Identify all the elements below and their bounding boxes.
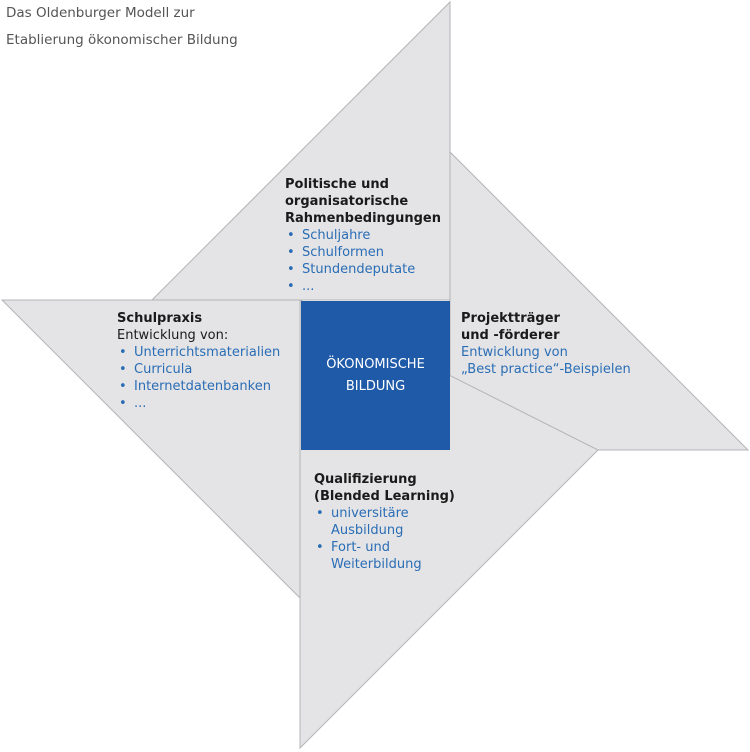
title-line-1: Das Oldenburger Modell zur	[6, 5, 195, 21]
top-list: Schuljahre Schulformen Stundendeputate .…	[285, 227, 441, 295]
top-section: Politische und organisatorische Rahmenbe…	[285, 176, 441, 295]
list-item: Schulformen	[285, 244, 441, 261]
center-line-2: BILDUNG	[345, 378, 406, 394]
bottom-section: Qualifizierung (Blended Learning) univer…	[314, 471, 455, 573]
left-heading: Schulpraxis	[117, 311, 203, 326]
title-line-2: Etablierung ökonomischer Bildung	[6, 32, 238, 48]
center-label: ÖKONOMISCHE BILDUNG	[301, 301, 450, 450]
center-line-1: ÖKONOMISCHE	[326, 356, 425, 372]
list-item-line-1: universitäre	[331, 506, 409, 521]
top-heading-line-3: Rahmenbedingungen	[285, 211, 441, 226]
list-item: Unterrichtsmaterialien	[117, 344, 280, 361]
bottom-list: universitäre Ausbildung Fort- und Weiter…	[314, 505, 455, 573]
diagram-title: Das Oldenburger Modell zur Etablierung ö…	[6, 0, 238, 54]
list-item: Curricula	[117, 361, 280, 378]
left-subheading: Entwicklung von:	[117, 328, 229, 343]
right-line-2: „Best practice“-Beispielen	[461, 362, 631, 377]
left-section: Schulpraxis Entwicklung von: Unterrichts…	[117, 310, 280, 412]
list-item: Internetdatenbanken	[117, 378, 280, 395]
bottom-heading-line-1: Qualifizierung	[314, 472, 417, 487]
list-item: ...	[117, 395, 280, 412]
top-heading-line-2: organisatorische	[285, 194, 409, 209]
right-line-1: Entwicklung von	[461, 345, 568, 360]
right-heading-line-2: und -förderer	[461, 328, 560, 343]
left-list: Unterrichtsmaterialien Curricula Interne…	[117, 344, 280, 412]
right-section: Projektträger und -förderer Entwicklung …	[461, 310, 631, 378]
list-item: Schuljahre	[285, 227, 441, 244]
right-heading-line-1: Projektträger	[461, 311, 560, 326]
list-item-line-2: Ausbildung	[331, 523, 404, 538]
list-item-line-2: Weiterbildung	[331, 557, 422, 572]
bottom-heading-line-2: (Blended Learning)	[314, 489, 455, 504]
list-item: Stundendeputate	[285, 261, 441, 278]
list-item-line-1: Fort- und	[331, 540, 390, 555]
list-item: Fort- und Weiterbildung	[314, 539, 455, 573]
center-square	[301, 301, 450, 450]
list-item: universitäre Ausbildung	[314, 505, 455, 539]
top-heading-line-1: Politische und	[285, 177, 389, 192]
list-item: ...	[285, 278, 441, 295]
